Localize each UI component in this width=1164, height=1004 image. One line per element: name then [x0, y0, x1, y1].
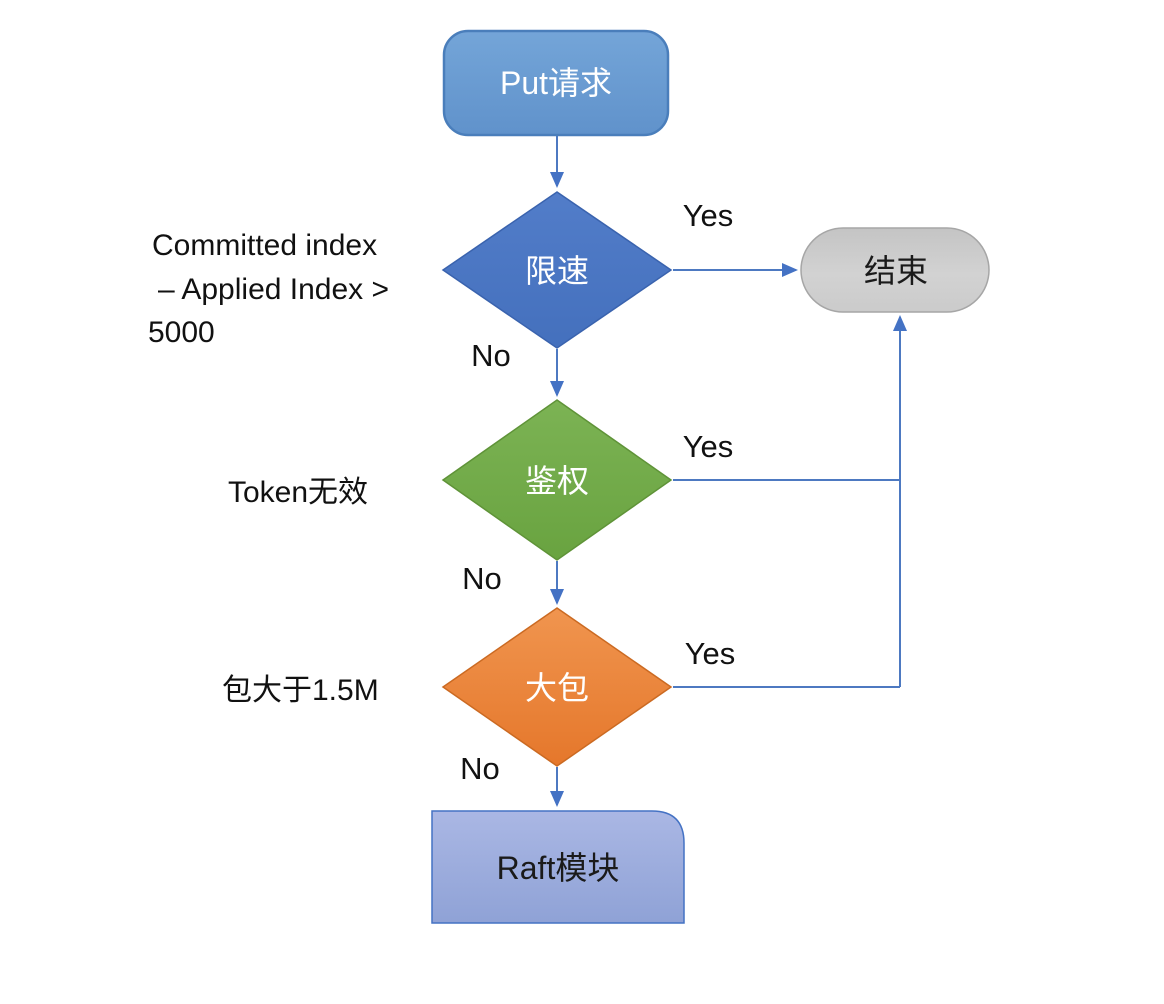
- put-request-label: Put请求: [500, 65, 612, 101]
- auth-condition-label: Token无效: [228, 476, 368, 509]
- end-shape: [800, 227, 990, 313]
- node-end: 结束: [800, 227, 990, 313]
- rate-limit-shape: [441, 191, 673, 349]
- big-packet-yes-label: Yes: [685, 636, 736, 671]
- big-packet-no-label: No: [460, 751, 500, 786]
- node-auth: 鉴权: [441, 399, 673, 561]
- raft-shape: [431, 810, 685, 924]
- rate-limit-yes-label: Yes: [683, 198, 734, 233]
- edges: [550, 136, 907, 807]
- rate-limit-label: 限速: [525, 253, 589, 289]
- rate-limit-condition-line1: Committed index: [152, 229, 377, 262]
- node-raft: Raft模块: [431, 810, 685, 924]
- put-request-shape: [442, 29, 670, 137]
- node-put-request: Put请求: [442, 29, 670, 137]
- annotations: Committed index – Applied Index > 5000 T…: [148, 229, 389, 707]
- edge-labels: Yes No Yes No Yes No: [460, 198, 735, 786]
- big-packet-condition-label: 包大于1.5M: [222, 674, 379, 707]
- rate-limit-condition-line2: – Applied Index >: [158, 273, 389, 306]
- node-rate-limit: 限速: [441, 191, 673, 349]
- auth-shape: [441, 399, 673, 561]
- end-label: 结束: [864, 253, 928, 289]
- node-big-packet: 大包: [441, 607, 673, 767]
- rate-limit-condition-line3: 5000: [148, 316, 215, 349]
- big-packet-shape: [441, 607, 673, 767]
- big-packet-label: 大包: [525, 670, 589, 706]
- auth-label: 鉴权: [525, 463, 589, 499]
- raft-label: Raft模块: [497, 850, 620, 886]
- auth-no-label: No: [462, 561, 502, 596]
- rate-limit-no-label: No: [471, 338, 511, 373]
- auth-yes-label: Yes: [683, 429, 734, 464]
